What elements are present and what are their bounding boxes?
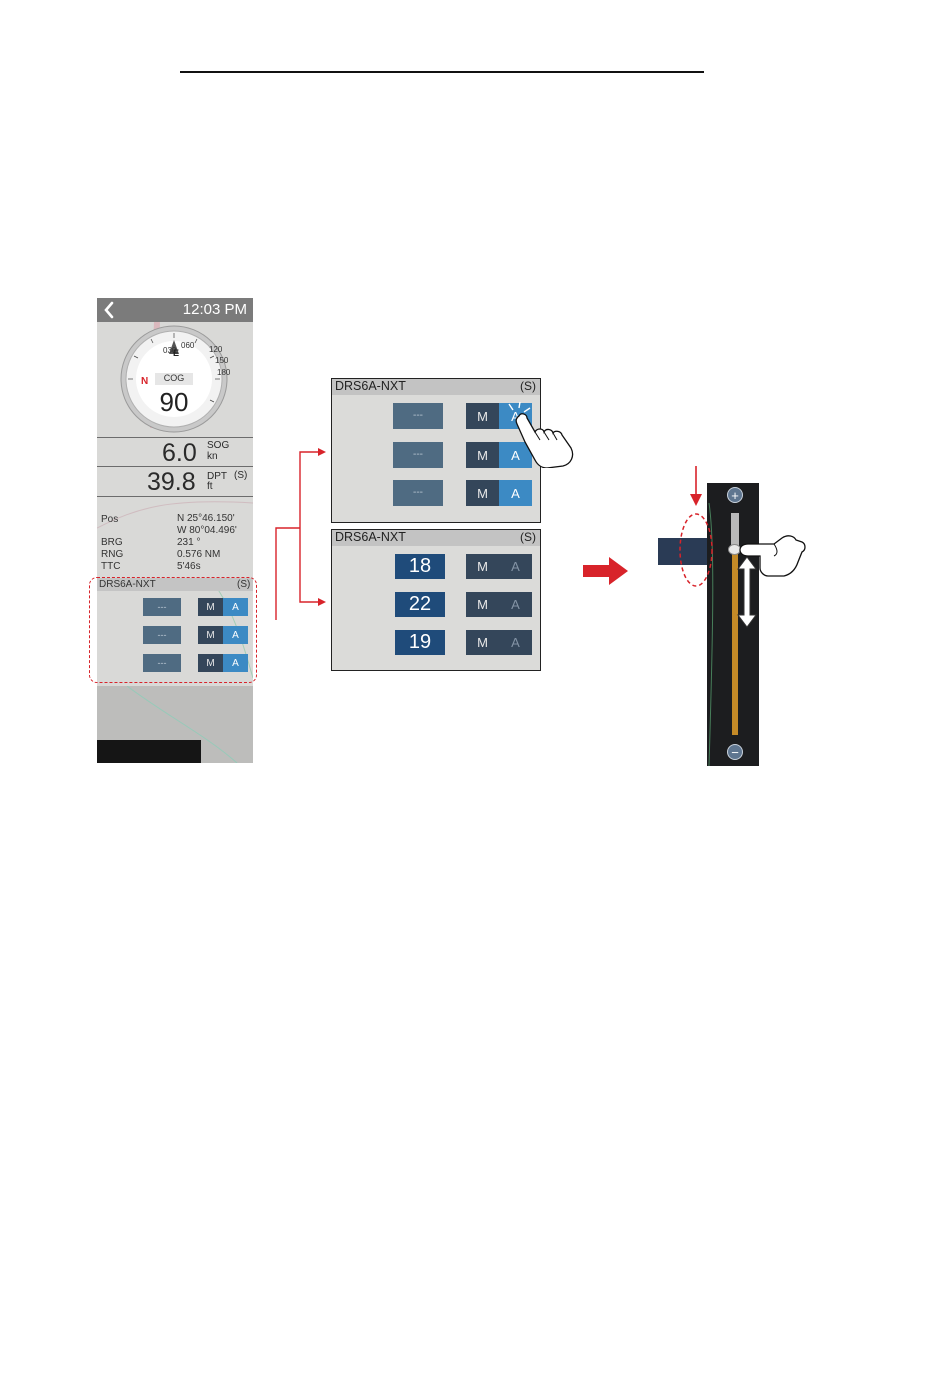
drs-dialog-manual: DRS6A-NXT (S) 18 M A 22 M A 19 M A — [331, 529, 541, 671]
ma-toggle[interactable]: M A — [466, 630, 532, 655]
auto-button[interactable]: A — [499, 480, 532, 506]
sog-value: 6.0 — [162, 439, 197, 468]
pos-lat: N 25°46.150' — [177, 513, 235, 524]
dialog-source: (S) — [520, 530, 536, 544]
auto-button[interactable]: A — [499, 630, 532, 655]
instrument-panel: 12:03 PM 030 060 120 150 180 E N COG 90 … — [97, 298, 253, 763]
cog-label: COG — [155, 373, 193, 385]
ttc-value: 5'46s — [177, 561, 201, 572]
manual-button[interactable]: M — [466, 554, 499, 579]
manual-button[interactable]: M — [466, 442, 499, 468]
touch-point-callout — [676, 466, 716, 588]
header-rule — [180, 71, 704, 73]
manual-button[interactable]: M — [466, 480, 499, 506]
depth-value: 39.8 — [147, 468, 196, 497]
brg-label: BRG — [101, 537, 123, 548]
depth-source: (S) — [234, 471, 247, 481]
bottom-bar — [97, 740, 201, 763]
minus-button[interactable]: − — [727, 744, 743, 760]
dialog-title: DRS6A-NXT — [335, 530, 406, 544]
compass-east-mark: E — [173, 348, 179, 358]
clock-time: 12:03 PM — [167, 301, 247, 318]
pos-lon: W 80°04.496' — [177, 525, 237, 536]
sog-unit: kn — [207, 452, 218, 462]
compass-tick-180: 180 — [217, 368, 230, 377]
manual-button[interactable]: M — [466, 630, 499, 655]
drs-value-box[interactable]: 18 — [395, 554, 445, 579]
ma-toggle[interactable]: M A — [466, 554, 532, 579]
drs-value-box[interactable]: --- — [393, 403, 443, 429]
divider — [97, 466, 253, 467]
ma-toggle[interactable]: M A — [466, 592, 532, 617]
drs-value-box[interactable]: --- — [393, 442, 443, 468]
tap-hand-icon — [505, 402, 585, 468]
manual-button[interactable]: M — [466, 592, 499, 617]
rng-label: RNG — [101, 549, 123, 560]
cog-value: 90 — [145, 387, 203, 418]
dialog-source: (S) — [520, 379, 536, 393]
ttc-label: TTC — [101, 561, 120, 572]
compass-north-mark: N — [141, 376, 148, 387]
drs-value-box[interactable]: 19 — [395, 630, 445, 655]
drag-hand-icon — [738, 532, 808, 578]
compass-tick-150: 150 — [215, 356, 228, 365]
brg-value: 231 ° — [177, 537, 200, 548]
divider — [97, 437, 253, 438]
depth-unit: ft — [207, 482, 213, 492]
drs-value-box[interactable]: 22 — [395, 592, 445, 617]
compass-tick-060: 060 — [181, 341, 194, 350]
dialog-title: DRS6A-NXT — [335, 379, 406, 393]
drs-highlight-callout — [89, 577, 257, 683]
auto-button[interactable]: A — [499, 592, 532, 617]
next-step-arrow-icon — [583, 556, 629, 586]
rng-value: 0.576 NM — [177, 549, 220, 560]
manual-button[interactable]: M — [466, 403, 499, 429]
sog-label: SOG — [207, 441, 229, 451]
pos-label: Pos — [101, 514, 118, 525]
ma-toggle[interactable]: M A — [466, 480, 532, 506]
compass-tick-120: 120 — [209, 345, 222, 354]
connector-arrows — [256, 440, 336, 620]
drs-value-box[interactable]: --- — [393, 480, 443, 506]
divider — [97, 496, 253, 497]
back-arrow-icon[interactable] — [101, 300, 117, 320]
auto-button[interactable]: A — [499, 554, 532, 579]
plus-button[interactable]: + — [727, 487, 743, 503]
